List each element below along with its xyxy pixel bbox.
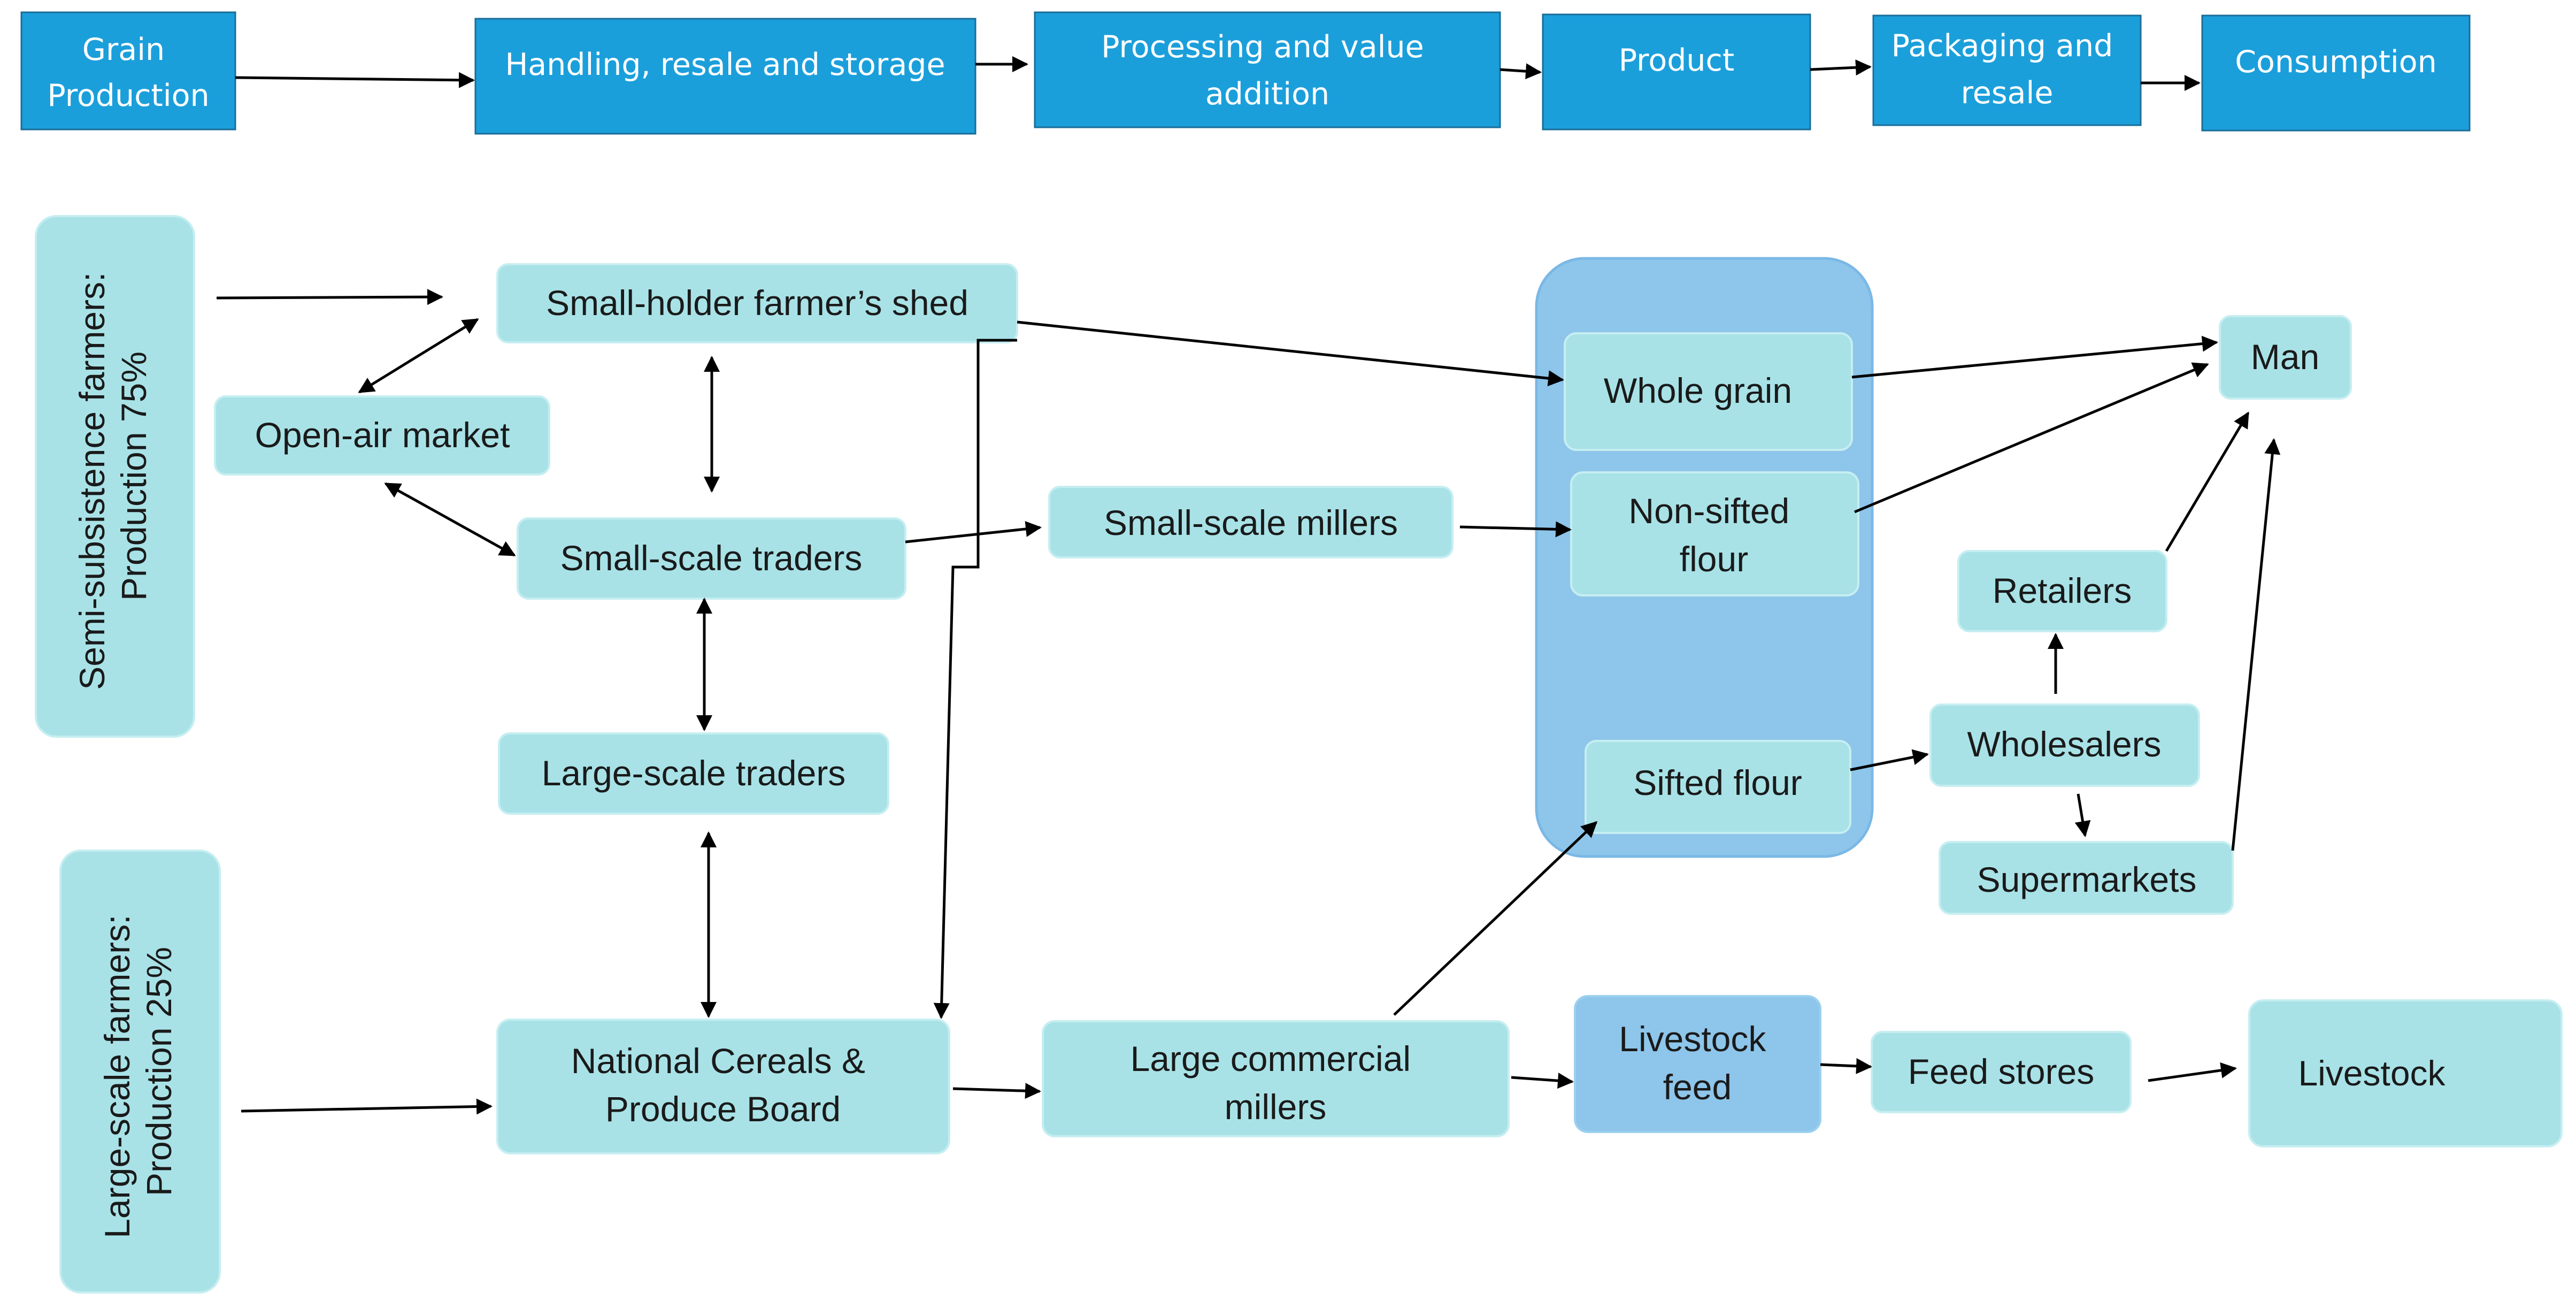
stage-handling: Handling, resale and storage (474, 18, 976, 135)
semi-subsistence-farmers: Semi-subsistence farmers: Production 75% (35, 215, 195, 738)
arrow-wholesalers-to-supermarkets (2074, 793, 2091, 837)
stage-packaging: Packaging and resale (1872, 14, 2142, 126)
feed-stores-label: Feed stores (1908, 1052, 2095, 1091)
node-wholesalers: Wholesalers (1929, 703, 2200, 787)
stage-grain-production: Grain Production (20, 11, 236, 131)
stage-grain-production-label: Grain Production (47, 32, 209, 113)
large-scale-farmers: Large-scale farmers: Production 25% (59, 850, 221, 1294)
arrow-sifted-flour-to-wholesalers (1850, 749, 1929, 771)
stage-processing: Processing and value addition (1034, 11, 1501, 128)
arrow-stage-processing-to-product (1500, 63, 1542, 80)
whole-grain-label: Whole grain (1604, 371, 1792, 410)
node-small-scale-traders: Small-scale traders (517, 517, 906, 600)
arrow-shed-to-whole-grain (1017, 320, 1564, 387)
node-large-scale-traders: Large-scale traders (498, 732, 889, 815)
livestock-feed-label: Livestock feed (1619, 1019, 1775, 1107)
non-sifted-flour-label: Non-sifted flour (1628, 491, 1799, 579)
arrow-supermarkets-to-man (2231, 438, 2281, 851)
arrow-feed-stores-to-livestock (2148, 1062, 2237, 1082)
node-small-scale-millers: Small-scale millers (1048, 486, 1454, 558)
node-large-commercial-millers: Large commercial millers (1042, 1020, 1510, 1137)
node-man: Man (2219, 315, 2352, 400)
node-non-sifted-flour: Non-sifted flour (1570, 471, 1859, 596)
arrow-open-air-market-small-scale-traders (384, 482, 516, 557)
stage-processing-label: Processing and value addition (1101, 29, 1434, 112)
node-retailers: Retailers (1957, 550, 2167, 632)
stage-product-label: Product (1619, 43, 1734, 78)
arrow-non-sifted-flour-to-man (1854, 362, 2209, 514)
arrow-stage-grain-to-handling (235, 72, 475, 88)
stage-packaging-label: Packaging and resale (1891, 28, 2123, 111)
livestock-label: Livestock (2298, 1053, 2446, 1093)
node-livestock: Livestock (2248, 999, 2563, 1147)
arrow-semi-subsistence-to-shed (216, 289, 443, 305)
large-scale-farmers-label: Large-scale farmers: Production 25% (97, 905, 179, 1238)
node-ncpb: National Cereals & Produce Board (496, 1019, 950, 1154)
node-open-air-market: Open-air market (214, 395, 550, 476)
man-label: Man (2251, 337, 2319, 377)
ncpb-label: National Cereals & Produce Board (571, 1041, 875, 1129)
arrow-large-commercial-millers-to-livestock-feed (1511, 1073, 1574, 1089)
arrow-large-scale-farmers-to-ncpb (241, 1098, 493, 1115)
sifted-flour-label: Sifted flour (1633, 763, 1802, 802)
supermarkets-label: Supermarkets (1977, 860, 2197, 899)
small-scale-traders-label: Small-scale traders (560, 538, 863, 578)
retailers-label: Retailers (1993, 571, 2132, 610)
node-supermarkets: Supermarkets (1939, 841, 2234, 915)
arrow-shed-open-air-market (358, 318, 479, 394)
arrow-livestock-feed-to-feed-stores (1820, 1058, 1872, 1074)
node-whole-grain: Whole grain (1564, 332, 1853, 451)
arrow-shed-to-ncpb-connector (933, 339, 1017, 1019)
stage-consumption: Consumption (2201, 14, 2471, 132)
value-chain-stage-row: Grain Production Handling, resale and st… (20, 11, 2471, 135)
node-feed-stores: Feed stores (1871, 1031, 2132, 1113)
node-sifted-flour: Sifted flour (1585, 740, 1851, 834)
arrow-retailers-to-man (2165, 411, 2250, 552)
semi-subsistence-farmers-label: Semi-subsistence farmers: Production 75% (72, 262, 153, 690)
small-scale-millers-label: Small-scale millers (1104, 503, 1398, 542)
wholesalers-label: Wholesalers (1967, 724, 2161, 764)
node-smallholder-shed: Small-holder farmer’s shed (496, 263, 1018, 343)
stage-product: Product (1542, 13, 1811, 131)
large-scale-traders-label: Large-scale traders (542, 753, 846, 793)
arrow-whole-grain-to-man (1851, 335, 2218, 379)
arrow-ncpb-to-large-commercial-millers (952, 1083, 1041, 1099)
smallholder-shed-label: Small-holder farmer’s shed (546, 283, 968, 323)
arrow-small-scale-millers-to-non-sifted-flour (1459, 521, 1572, 538)
large-commercial-millers-label: Large commercial millers (1131, 1039, 1421, 1127)
stage-handling-label: Handling, resale and storage (505, 47, 945, 82)
arrow-large-commercial-millers-to-sifted-flour (1393, 821, 1598, 1016)
stage-consumption-label: Consumption (2235, 44, 2437, 80)
node-livestock-feed: Livestock feed (1574, 995, 1821, 1133)
open-air-market-label: Open-air market (255, 415, 510, 455)
arrow-stage-product-to-packaging (1810, 59, 1872, 76)
arrow-small-scale-traders-to-small-scale-millers (905, 521, 1042, 544)
